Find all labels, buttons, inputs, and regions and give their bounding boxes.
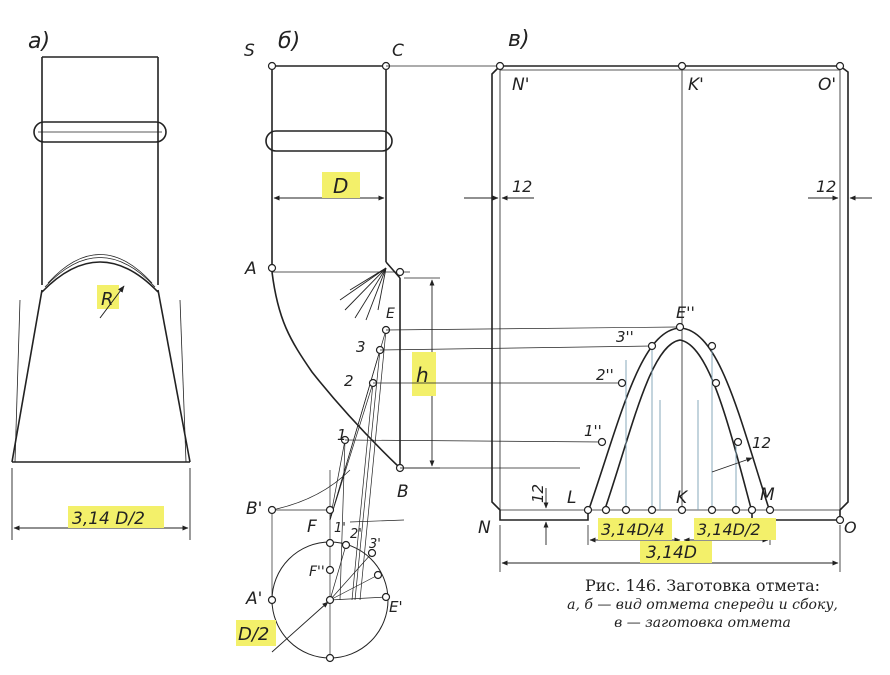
width-dim-a: 3,14 D/2: [72, 509, 145, 529]
caption-line-2: в — заготовка отмета: [614, 615, 791, 631]
pt-1: 1: [337, 426, 347, 444]
caption-title: Рис. 146. Заготовка отмета:: [584, 576, 821, 595]
pt-A: A: [244, 259, 257, 279]
view-b: б): [236, 29, 440, 663]
pt-Ap: A': [245, 589, 262, 609]
allowance-left: 12: [512, 177, 532, 196]
pt-C: C: [392, 41, 404, 61]
view-v: в): [464, 27, 872, 572]
radius-label: R: [101, 289, 114, 310]
pt-O: O: [844, 518, 857, 537]
pt-K: K: [676, 488, 689, 508]
pt-2: 2: [344, 372, 354, 390]
pt-N: N: [478, 518, 491, 538]
view-a-label: а): [28, 29, 50, 54]
pt-Kp: K': [688, 75, 704, 95]
dim-q2: 3,14D/2: [697, 520, 761, 539]
pt-3p: 3': [369, 537, 381, 552]
pt-Bp: B': [246, 499, 262, 519]
projection-lines: [344, 65, 677, 469]
allowance-bottom: 12: [529, 484, 547, 503]
pt-2p: 2': [350, 527, 362, 542]
pt-Epp: E'': [676, 303, 695, 322]
collar-ring: [33, 121, 167, 143]
pt-3: 3: [356, 338, 366, 356]
view-b-label: б): [278, 29, 300, 54]
seam-hatch: [339, 267, 387, 321]
dim-h: h: [416, 363, 429, 387]
pt-Np: N': [512, 75, 529, 95]
pt-2pp: 2'': [596, 366, 614, 384]
allowance-curve: 12: [752, 434, 771, 452]
pt-E: E: [386, 306, 395, 322]
view-a: а) R 3,14 D/2: [11, 29, 191, 540]
pt-L: L: [567, 488, 576, 508]
figure-caption: Рис. 146. Заготовка отмета: а, б — вид о…: [520, 576, 885, 631]
pt-Ep: E': [389, 598, 403, 616]
pt-B: B: [397, 482, 409, 502]
pt-M: M: [760, 485, 775, 505]
pt-Op: O': [818, 75, 836, 95]
dim-D: D: [333, 174, 348, 198]
allowance-right: 12: [816, 177, 836, 196]
pt-1p: 1': [334, 521, 346, 536]
caption-line-1: а, б — вид отмета спереди и сбоку,: [567, 597, 838, 613]
pt-F: F: [307, 517, 317, 537]
dim-q1: 3,14D/4: [601, 520, 665, 539]
dim-D2: D/2: [238, 624, 269, 645]
pt-S: S: [244, 41, 255, 61]
pt-1pp: 1'': [584, 422, 602, 440]
dim-full: 3,14D: [646, 543, 697, 563]
pt-3pp: 3'': [616, 328, 634, 346]
view-v-label: в): [508, 27, 530, 52]
pt-Fpp: F'': [309, 564, 325, 580]
